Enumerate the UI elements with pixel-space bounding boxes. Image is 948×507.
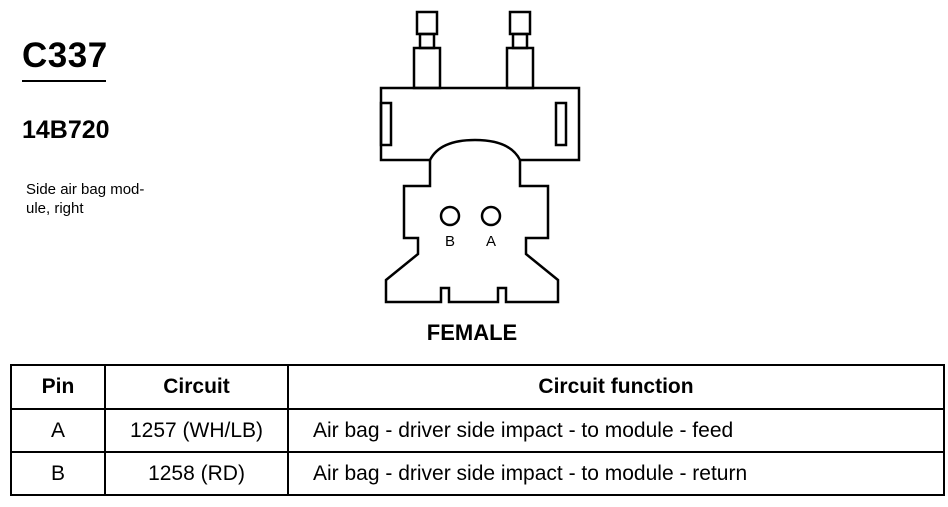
cell-circuit: 1258 (RD) (104, 451, 289, 496)
terminal-pin-right (505, 10, 535, 90)
title-underline (22, 80, 106, 82)
header-pin: Pin (10, 364, 106, 410)
terminal-pin-left (412, 10, 442, 90)
pin-label-b: B (445, 233, 455, 250)
connector-diagram: B A (379, 10, 581, 304)
cell-circuit-function: Air bag - driver side impact - to module… (287, 451, 945, 496)
header-circuit-function: Circuit function (287, 364, 945, 410)
table-header-row: Pin Circuit Circuit function (10, 364, 945, 410)
table-row: B 1258 (RD) Air bag - driver side impact… (10, 451, 945, 496)
connector-body (384, 160, 560, 304)
connector-housing (379, 86, 581, 162)
cell-pin: B (10, 451, 106, 496)
table-row: A 1257 (WH/LB) Air bag - driver side imp… (10, 408, 945, 453)
part-number: 14B720 (22, 116, 110, 144)
connector-description: Side air bag mod- ule, right (26, 181, 145, 217)
cell-pin: A (10, 408, 106, 453)
latch-slot-left (379, 101, 393, 147)
connector-gender-label: FEMALE (426, 320, 518, 345)
pin-label-a: A (486, 233, 496, 250)
header-circuit: Circuit (104, 364, 289, 410)
pin-cavity-a (480, 205, 502, 227)
cell-circuit: 1257 (WH/LB) (104, 408, 289, 453)
latch-slot-right (554, 101, 568, 147)
connector-id: C337 (22, 36, 108, 75)
pin-cavity-b (439, 205, 461, 227)
pinout-table: Pin Circuit Circuit function A 1257 (WH/… (10, 364, 945, 496)
cell-circuit-function: Air bag - driver side impact - to module… (287, 408, 945, 453)
